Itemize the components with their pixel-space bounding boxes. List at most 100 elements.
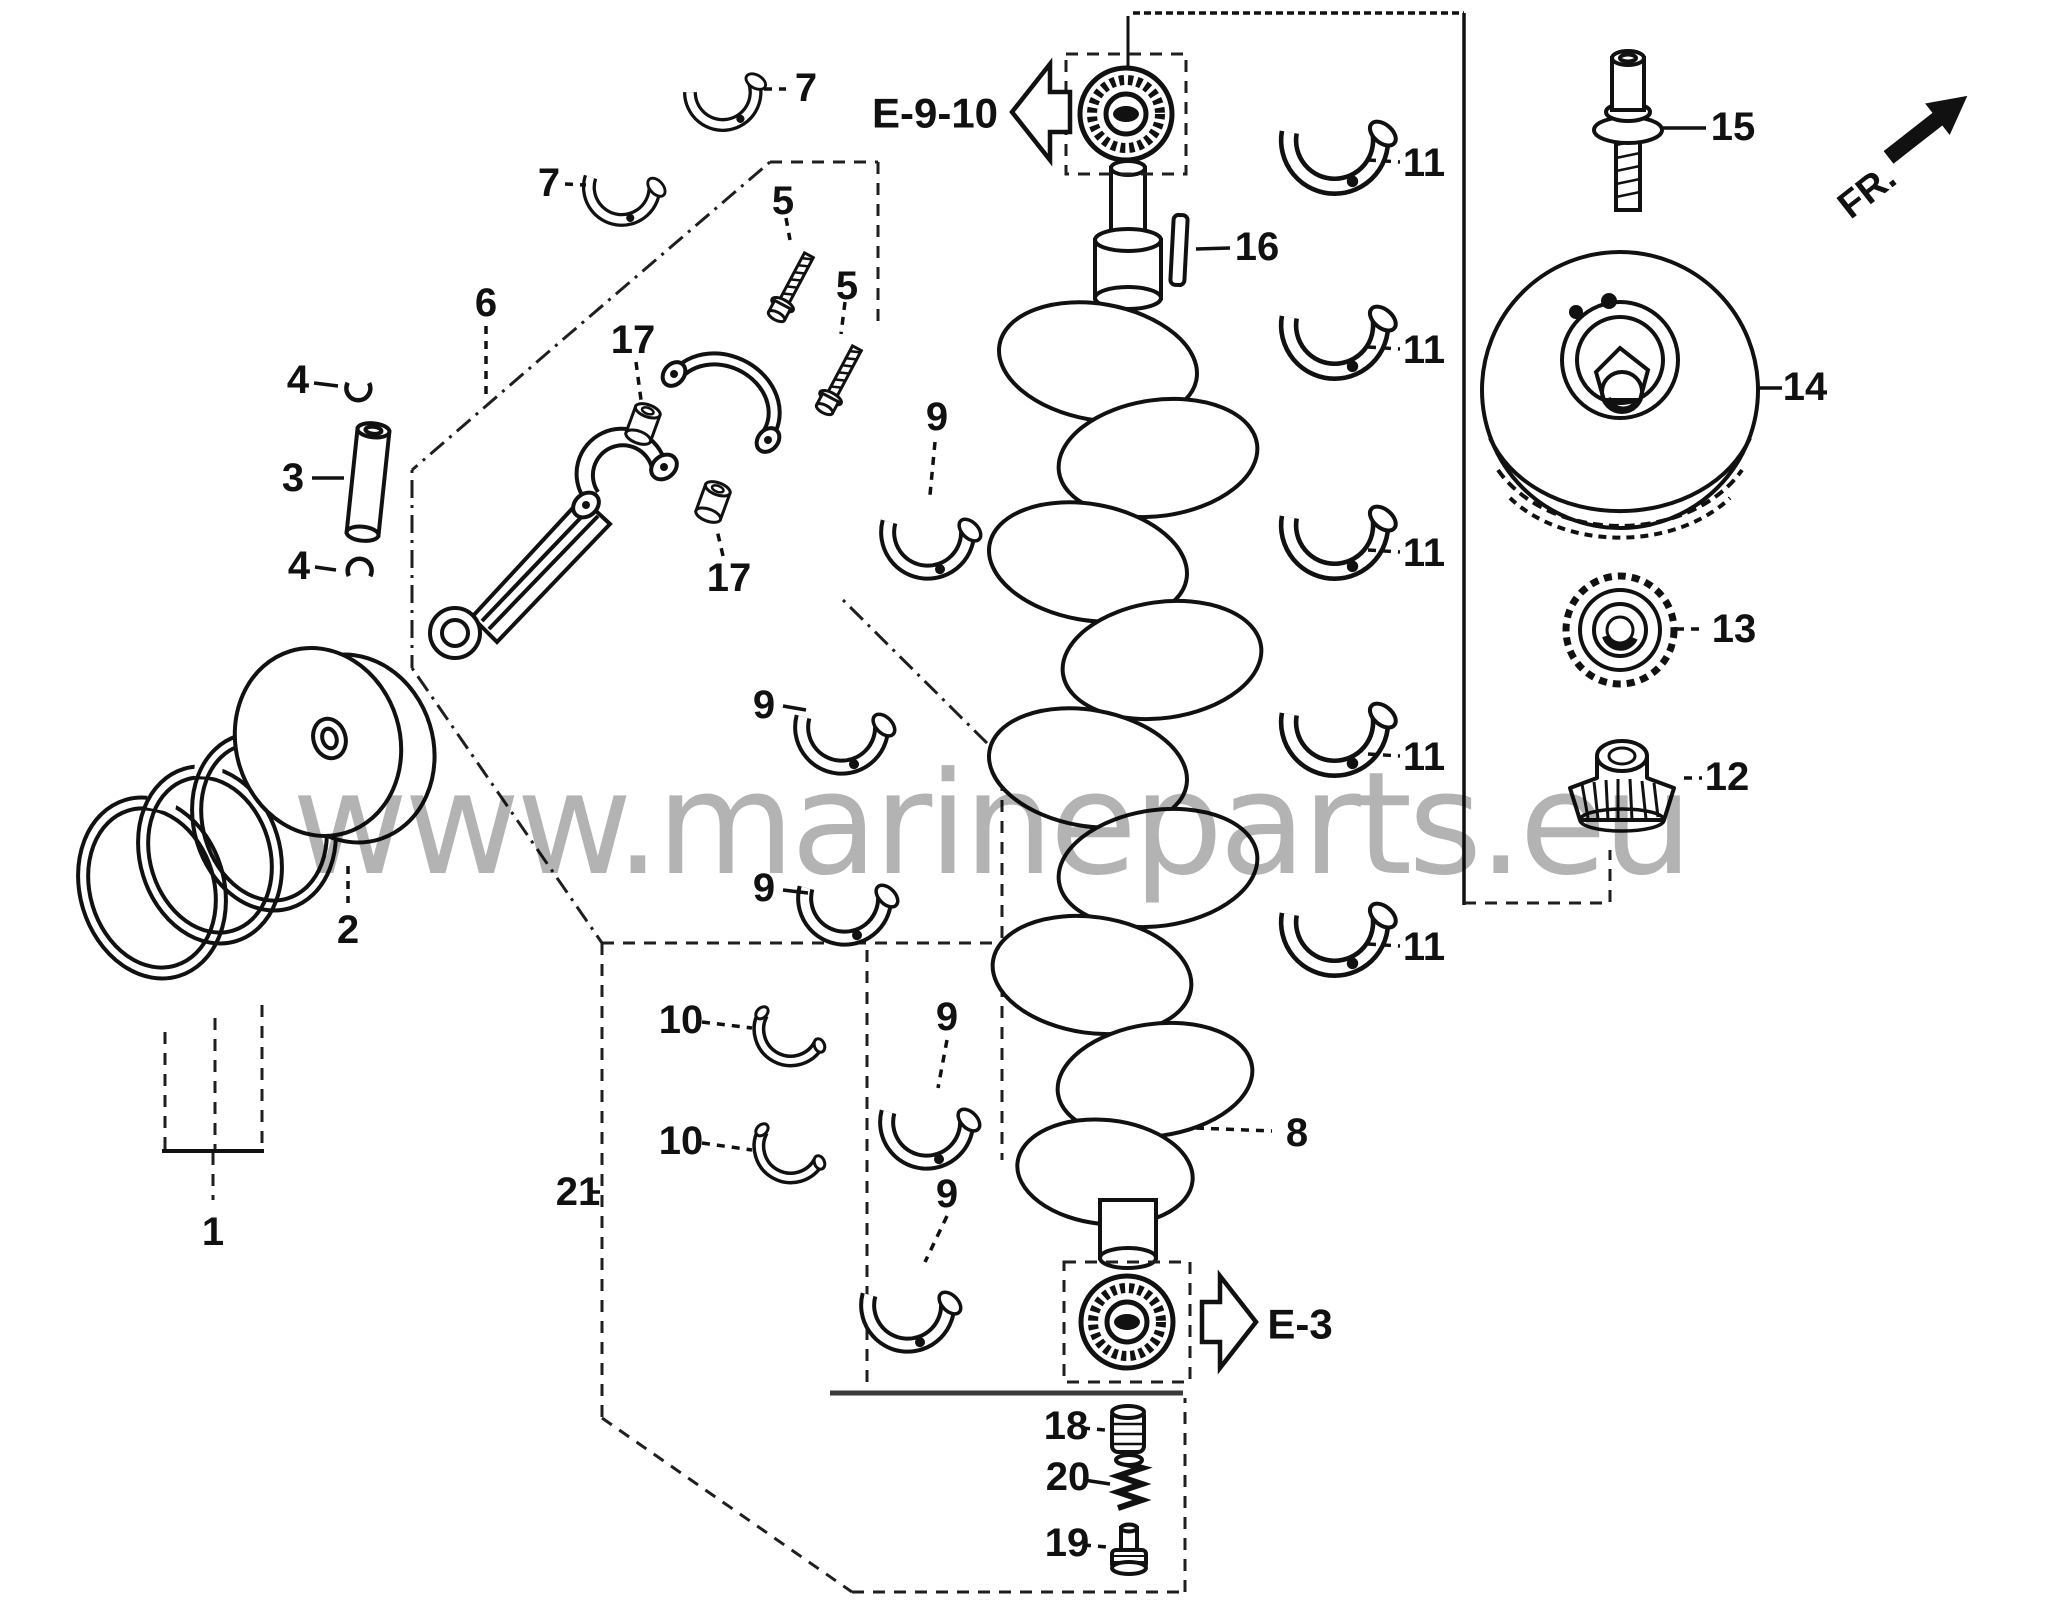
callout-18[interactable]: 18	[1044, 1404, 1106, 1448]
callout-11[interactable]: 11	[1367, 925, 1445, 969]
callout-17[interactable]: 17	[611, 318, 656, 401]
callout-14[interactable]: 14	[1758, 365, 1828, 409]
part-number-label[interactable]: 9	[926, 395, 948, 439]
part-number-label[interactable]: 7	[795, 66, 817, 110]
callout-10[interactable]: 10	[659, 998, 753, 1042]
part-number-label[interactable]: 15	[1711, 105, 1756, 149]
leader-line	[1367, 942, 1401, 948]
fr-arrow-icon	[1883, 95, 1968, 164]
part-number-label[interactable]: 5	[836, 264, 858, 308]
callout-15[interactable]: 15	[1662, 105, 1755, 149]
part-number-label[interactable]: 11	[1403, 925, 1445, 969]
part-number-label[interactable]: 17	[611, 318, 656, 362]
callout-11[interactable]: 11	[1367, 328, 1445, 372]
part-number-label[interactable]: 16	[1235, 225, 1280, 269]
callout-17[interactable]: 17	[707, 529, 752, 600]
part-number-label[interactable]: 10	[659, 998, 704, 1042]
ref-e910-group[interactable]: E-9-10	[872, 57, 1073, 167]
rod-bolt	[810, 341, 869, 420]
ref-e3-label[interactable]: E-3	[1267, 1301, 1332, 1348]
diagram-shape	[1610, 49, 1646, 67]
callout-16[interactable]: 16	[1195, 225, 1280, 269]
part-number-label[interactable]: 11	[1403, 328, 1445, 372]
callout-9[interactable]: 9	[936, 995, 958, 1089]
dowel-pin	[692, 477, 734, 527]
leader-line	[1195, 1126, 1273, 1133]
callout-3[interactable]: 3	[282, 456, 344, 500]
callout-4[interactable]: 4	[287, 358, 339, 402]
part-number-label[interactable]: 3	[282, 456, 304, 500]
boundary-mid-diagonal	[841, 598, 1004, 760]
diagram-shape	[232, 646, 404, 838]
part-number-label[interactable]: 9	[936, 995, 958, 1039]
part-number-label[interactable]: 9	[753, 683, 775, 727]
ref-e3-group[interactable]: E-3	[1199, 1269, 1333, 1375]
thrust-washers-10	[745, 1003, 833, 1186]
callout-5[interactable]: 5	[772, 179, 794, 241]
leader-line	[715, 529, 725, 557]
callout-10[interactable]: 10	[659, 1119, 753, 1163]
diagram-shape	[1605, 396, 1641, 413]
part-number-label[interactable]: 19	[1045, 1521, 1090, 1565]
part-number-label[interactable]: 18	[1044, 1404, 1089, 1448]
part-number-label[interactable]: 9	[753, 866, 775, 910]
flywheel-bolt	[1592, 49, 1664, 212]
callout-9[interactable]: 9	[926, 395, 948, 496]
callout-8[interactable]: 8	[1195, 1111, 1308, 1155]
part-number-label[interactable]: 11	[1403, 531, 1445, 575]
callout-4[interactable]: 4	[288, 544, 337, 588]
part-number-label[interactable]: 17	[707, 556, 752, 600]
part-number-label[interactable]: 9	[936, 1172, 958, 1216]
leader-line	[1367, 158, 1401, 164]
part-number-label[interactable]: 21	[556, 1170, 601, 1214]
part-number-label[interactable]: 10	[659, 1119, 704, 1163]
part-number-label[interactable]: 13	[1712, 607, 1757, 651]
part-number-label[interactable]: 14	[1783, 365, 1828, 409]
part-number-label[interactable]: 5	[772, 179, 794, 223]
callout-11[interactable]: 11	[1367, 735, 1445, 779]
diagram-shape	[363, 424, 384, 436]
part-number-label[interactable]: 2	[337, 908, 359, 952]
leader-line	[1081, 1426, 1106, 1432]
callout-19[interactable]: 19	[1045, 1521, 1108, 1565]
callout-12[interactable]: 12	[1684, 755, 1749, 799]
callout-1[interactable]: 1	[202, 1210, 224, 1254]
leader-line	[314, 565, 337, 572]
callout-5[interactable]: 5	[836, 264, 858, 335]
diagram-shape	[1060, 598, 1264, 722]
leader-line	[839, 301, 847, 335]
diagram-shape	[1108, 1459, 1153, 1511]
lower-main-bearing-group	[1062, 1260, 1192, 1384]
callout-20[interactable]: 20	[1046, 1455, 1111, 1499]
callout-21[interactable]: 21	[556, 1170, 601, 1214]
part-number-label[interactable]: 4	[287, 358, 310, 402]
callout-7[interactable]: 7	[538, 161, 587, 205]
ring-set-bracket	[162, 1005, 264, 1200]
callout-2[interactable]: 2	[337, 866, 359, 952]
part-number-label[interactable]: 11	[1403, 141, 1445, 185]
part-number-label[interactable]: 20	[1046, 1455, 1091, 1499]
diagram-shape	[1569, 305, 1583, 319]
diagram-shape	[997, 300, 1199, 424]
spring-20	[1108, 1453, 1153, 1511]
part-number-label[interactable]: 11	[1403, 735, 1445, 779]
diagram-shape	[344, 426, 392, 538]
callout-7[interactable]: 7	[764, 66, 817, 110]
flywheel	[1480, 250, 1760, 540]
ref-e910-label[interactable]: E-9-10	[872, 90, 998, 137]
diagram-shape	[428, 606, 482, 660]
callout-9[interactable]: 9	[753, 866, 809, 910]
part-number-label[interactable]: 4	[288, 544, 311, 588]
callout-13[interactable]: 13	[1676, 607, 1756, 651]
callout-6[interactable]: 6	[475, 281, 497, 398]
part-number-label[interactable]: 8	[1286, 1111, 1308, 1155]
callout-11[interactable]: 11	[1367, 531, 1445, 575]
callout-9[interactable]: 9	[753, 683, 807, 727]
part-number-label[interactable]: 1	[202, 1210, 224, 1254]
diagram-shape	[355, 421, 392, 440]
callout-9[interactable]: 9	[923, 1172, 958, 1263]
part-number-label[interactable]: 12	[1705, 755, 1750, 799]
callout-11[interactable]: 11	[1367, 141, 1445, 185]
part-number-label[interactable]: 7	[538, 161, 560, 205]
part-number-label[interactable]: 6	[475, 281, 497, 325]
